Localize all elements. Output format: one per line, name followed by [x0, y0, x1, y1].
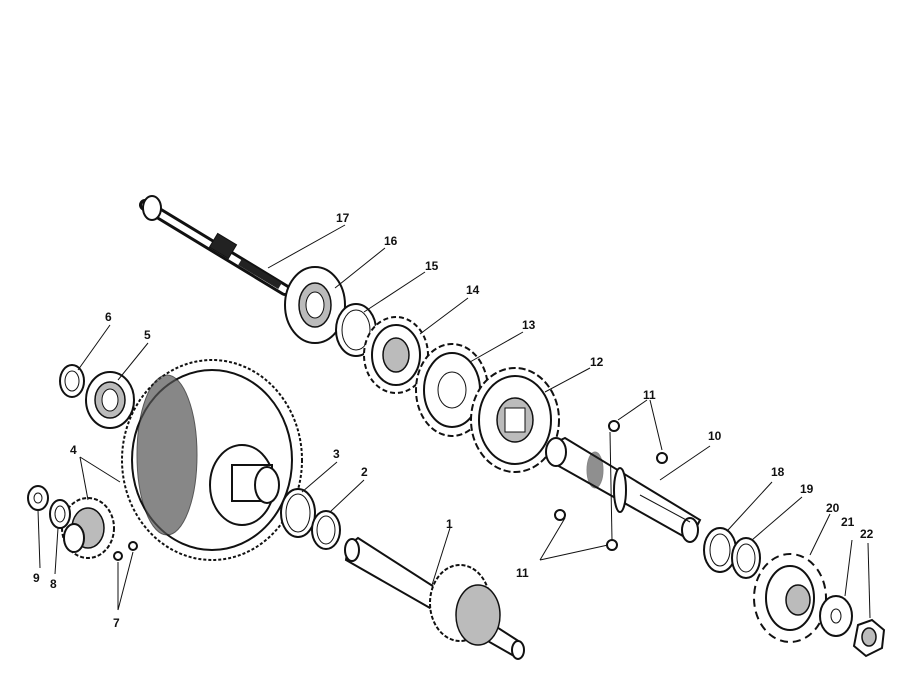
callout-21: 21	[841, 515, 855, 529]
callout-14: 14	[466, 283, 480, 297]
callout-5: 5	[144, 328, 151, 342]
part-3-ring	[280, 488, 316, 538]
clutch-basket	[121, 359, 303, 561]
part-8-washer	[49, 499, 71, 529]
part-18-washer	[703, 527, 737, 573]
callout-6: 6	[105, 310, 112, 324]
callout-labels: 1 2 3 4 5 6 7 8 9 10 11 11 12 13 14 15 1…	[33, 211, 874, 630]
part-5-bearing	[85, 371, 135, 429]
part-14-gear	[363, 316, 429, 394]
callout-8: 8	[50, 577, 57, 591]
callout-4: 4	[70, 443, 77, 457]
part-16-gear	[284, 266, 346, 344]
callout-15: 15	[425, 259, 439, 273]
part-19-washer	[731, 537, 761, 579]
part-1-input-shaft	[344, 536, 525, 660]
part-6-washer	[59, 364, 85, 398]
callout-16: 16	[384, 234, 398, 248]
callout-2: 2	[361, 465, 368, 479]
callout-18: 18	[771, 465, 785, 479]
part-20-sprocket	[753, 553, 827, 643]
callout-7: 7	[113, 616, 120, 630]
part-13-gear	[415, 343, 489, 437]
callout-13: 13	[522, 318, 536, 332]
part-22-nut	[852, 618, 886, 658]
part-12-gear	[470, 367, 560, 473]
callout-17: 17	[336, 211, 350, 225]
part-17-shaft	[139, 195, 291, 296]
part-2-washer	[311, 510, 341, 550]
part-21-washer	[819, 595, 853, 637]
callout-1: 1	[446, 517, 453, 531]
callout-10: 10	[708, 429, 722, 443]
part-9-nut	[27, 485, 49, 511]
callout-9: 9	[33, 571, 40, 585]
callout-11-lower: 11	[516, 566, 529, 580]
callout-12: 12	[590, 355, 604, 369]
part-10-output-shaft	[545, 436, 702, 543]
part-7-pins	[113, 541, 138, 561]
part-4-gear	[61, 497, 115, 559]
callout-20: 20	[826, 501, 840, 515]
leader-lines	[37, 224, 871, 619]
part-11-balls	[554, 420, 668, 551]
callout-19: 19	[800, 482, 814, 496]
callout-11-upper: 11	[643, 388, 656, 402]
callout-3: 3	[333, 447, 340, 461]
callout-22: 22	[860, 527, 874, 541]
